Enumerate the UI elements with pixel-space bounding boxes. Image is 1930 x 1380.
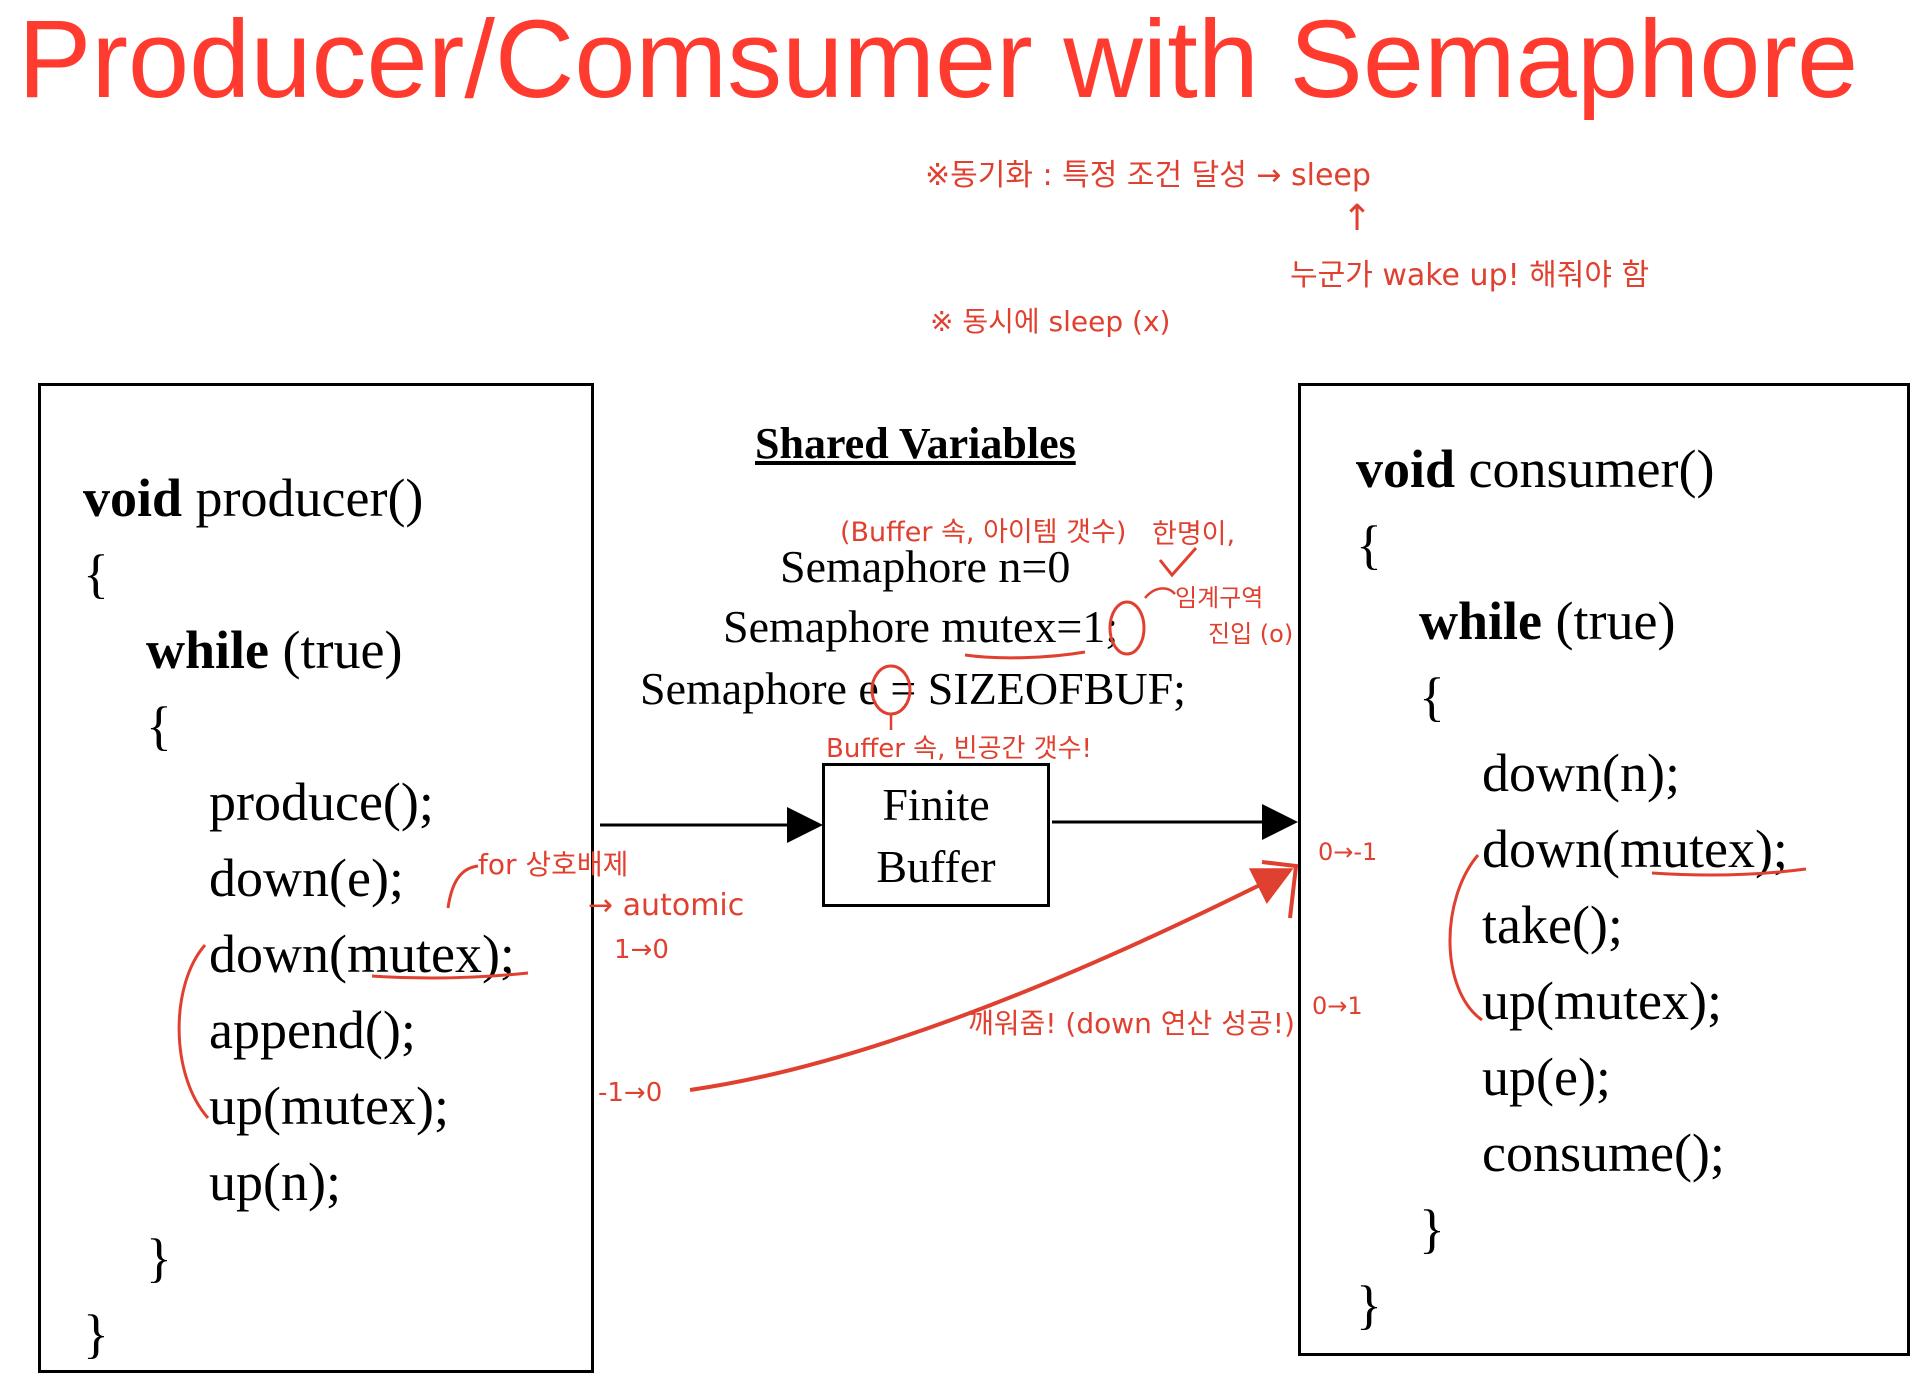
producer-box: void producer() { while (true) { produce… — [38, 383, 594, 1373]
underline-mutex-producer — [371, 971, 529, 980]
producer-line-produce: produce(); — [209, 772, 434, 832]
underline-mutex-consumer — [1651, 867, 1807, 877]
consumer-while-keyword: while — [1419, 591, 1543, 651]
atomic-note: → automic — [588, 888, 745, 923]
consumer-line-down-n: down(n); — [1482, 743, 1680, 803]
producer-void-keyword: void — [83, 468, 183, 528]
buffer-label-line2: Buffer — [876, 841, 996, 892]
producer-line-down-mutex: down(mutex); — [209, 924, 515, 984]
wake-arrow — [689, 868, 1294, 1092]
producer-open-brace: { — [83, 544, 109, 604]
consumer-line-consume: consume(); — [1482, 1123, 1725, 1183]
page-title: Producer/Comsumer with Semaphore — [18, 0, 1859, 121]
producer-open-brace-inner: { — [146, 696, 172, 756]
finite-buffer-box: Finite Buffer — [822, 763, 1050, 907]
producer-close-brace-inner: } — [146, 1228, 172, 1288]
wake-arrow-head — [1261, 860, 1299, 919]
no-sleep-note: ※ 동시에 sleep (x) — [930, 305, 1171, 338]
consumer-open-brace: { — [1356, 515, 1382, 575]
buffer-empty-note: Buffer 속, 빈공간 갯수! — [826, 734, 1092, 764]
consumer-critical-bracket — [1448, 854, 1483, 1022]
one-person-note: 한명이, — [1152, 519, 1236, 550]
zero-to-neg-one-note: 0→-1 — [1318, 838, 1378, 866]
semaphore-e: Semaphore e = SIZEOFBUF; — [640, 663, 1186, 714]
consumer-close-brace-inner: } — [1419, 1199, 1445, 1259]
circle-e — [870, 664, 912, 716]
producer-close-brace: } — [83, 1304, 109, 1364]
zero-to-one-note: 0→1 — [1312, 992, 1363, 1020]
consumer-line-up-mutex: up(mutex); — [1482, 971, 1722, 1031]
producer-name: producer() — [182, 468, 424, 528]
producer-critical-bracket — [177, 944, 210, 1119]
consumer-while: while (true) — [1419, 583, 1675, 659]
consumer-line-down-mutex: down(mutex); — [1482, 819, 1788, 879]
wake-up-note: 깨워줌! (down 연산 성공!) — [968, 1007, 1295, 1040]
consumer-box: void consumer() { while (true) { down(n)… — [1298, 383, 1910, 1356]
wake-note: 누군가 wake up! 해줘야 함 — [1290, 258, 1650, 293]
producer-while-cond: (true) — [269, 620, 403, 680]
consumer-open-brace-inner: { — [1419, 667, 1445, 727]
buffer-label-line1: Finite — [882, 779, 990, 830]
consumer-signature: void consumer() — [1356, 431, 1714, 507]
producer-line-up-n: up(n); — [209, 1152, 341, 1212]
consumer-line-take: take(); — [1482, 895, 1623, 955]
critical-section-note: 임계구역 — [1175, 584, 1264, 612]
producer-line-down-e: down(e); — [209, 848, 404, 908]
one-to-zero-note: 1→0 — [614, 935, 669, 965]
shared-variables-heading: Shared Variables — [755, 419, 1076, 468]
buffer-items-note: (Buffer 속, 아이템 갯수) — [840, 517, 1127, 548]
sync-note: ※동기화 : 특정 조건 달성 → sleep — [925, 158, 1371, 193]
consumer-while-cond: (true) — [1542, 591, 1676, 651]
producer-while-keyword: while — [146, 620, 270, 680]
producer-line-append: append(); — [209, 1000, 416, 1060]
up-arrow-icon: ↑ — [1342, 198, 1373, 239]
producer-while: while (true) — [146, 612, 402, 688]
semaphore-mutex: Semaphore mutex=1; — [723, 601, 1119, 652]
consumer-name: consumer() — [1455, 439, 1715, 499]
consumer-void-keyword: void — [1356, 439, 1456, 499]
consumer-close-brace: } — [1356, 1275, 1382, 1335]
enter-note: 진입 (o) — [1208, 620, 1294, 648]
semaphore-n: Semaphore n=0 — [780, 541, 1071, 592]
underline-mutex-shared — [964, 650, 1086, 660]
producer-line-up-mutex: up(mutex); — [209, 1076, 449, 1136]
neg-one-to-zero-note: -1→0 — [598, 1078, 663, 1108]
producer-signature: void producer() — [83, 460, 423, 536]
circle-mutex-value — [1108, 600, 1146, 656]
for-mutex-connector — [446, 864, 479, 909]
check-mark — [1158, 547, 1198, 578]
consumer-line-up-e: up(e); — [1482, 1047, 1611, 1107]
critical-connector — [1144, 587, 1176, 599]
for-mutex-note: for 상호배제 — [478, 848, 629, 881]
